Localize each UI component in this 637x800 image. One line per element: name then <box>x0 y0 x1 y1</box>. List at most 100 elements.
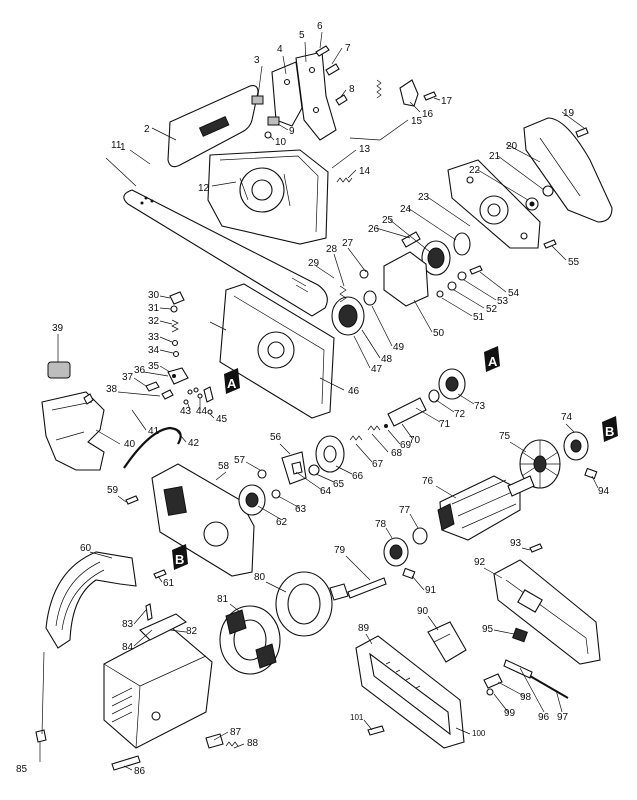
part-label-1: 1 <box>120 142 126 153</box>
part-label-59: 59 <box>107 485 119 496</box>
part-label-70: 70 <box>409 435 421 446</box>
part-label-77: 77 <box>399 505 411 516</box>
plate-84 <box>139 613 188 641</box>
part-label-42: 42 <box>188 438 200 449</box>
cord-97 <box>529 675 569 699</box>
part-label-33: 33 <box>148 332 160 343</box>
part-label-68: 68 <box>391 448 403 459</box>
rear-handle <box>355 635 465 749</box>
part-label-85: 85 <box>16 764 28 775</box>
part-label-82: 82 <box>186 626 198 637</box>
part-label-23: 23 <box>418 192 430 203</box>
part-label-9: 9 <box>289 126 295 137</box>
part-label-24: 24 <box>400 204 412 215</box>
part-label-49: 49 <box>393 342 405 353</box>
drive-gear <box>421 232 471 276</box>
cord-guard-96 <box>503 659 533 679</box>
part-label-25: 25 <box>382 215 394 226</box>
screw-99 <box>486 688 494 696</box>
callout-b-upper-label: B <box>605 424 614 439</box>
part-label-54: 54 <box>508 288 520 299</box>
part-label-84: 84 <box>122 642 134 653</box>
part-label-61: 61 <box>163 578 175 589</box>
front-handle <box>45 551 137 649</box>
part-label-38: 38 <box>106 384 118 395</box>
shaft-27 <box>401 231 421 248</box>
field-coil <box>219 605 281 675</box>
screw-17 <box>423 91 437 101</box>
callout-a-upper: A <box>484 346 500 372</box>
part-label-57: 57 <box>234 455 246 466</box>
bracket-plates <box>271 51 337 141</box>
part-label-36: 36 <box>134 365 146 376</box>
part-label-29: 29 <box>308 258 320 269</box>
callout-b-upper: B <box>602 416 618 442</box>
callout-a-upper-label: A <box>488 354 498 369</box>
motor-housing <box>103 627 213 749</box>
part-label-72: 72 <box>454 409 466 420</box>
shaft-parts <box>349 397 427 441</box>
part-label-55: 55 <box>568 257 580 268</box>
part-label-86: 86 <box>134 766 146 777</box>
part-label-11: 11 <box>111 140 122 151</box>
callout-a-lower-label: A <box>227 376 237 391</box>
guide-bar <box>123 189 328 317</box>
clamp-98 <box>483 673 503 689</box>
part-label-51: 51 <box>473 312 485 323</box>
part-label-43: 43 <box>180 406 192 417</box>
part-label-75: 75 <box>499 431 511 442</box>
part-label-50: 50 <box>433 328 445 339</box>
bearing-73 <box>438 368 466 400</box>
part-label-41: 41 <box>148 426 160 437</box>
part-label-99: 99 <box>504 708 516 719</box>
part-label-47: 47 <box>371 364 383 375</box>
part-label-45: 45 <box>216 414 228 425</box>
screw-79 <box>347 577 387 599</box>
right-housing <box>493 559 601 665</box>
upper-housing <box>207 149 329 245</box>
part-91 <box>402 567 416 580</box>
part-label-35: 35 <box>148 361 160 372</box>
part-label-21: 21 <box>489 151 501 162</box>
bearing-78 <box>383 537 409 567</box>
part-label-91: 91 <box>425 585 437 596</box>
bearing-74 <box>563 431 589 461</box>
part-label-74: 74 <box>561 412 573 423</box>
part-label-83: 83 <box>122 619 134 630</box>
leader-lines <box>39 31 599 771</box>
part-94 <box>584 467 598 480</box>
part-label-10: 10 <box>275 137 287 148</box>
part-label-87: 87 <box>230 727 242 738</box>
washer-72 <box>428 389 440 403</box>
oil-pump-parts <box>145 291 214 403</box>
part-label-17: 17 <box>441 96 453 107</box>
springs <box>336 79 382 183</box>
part-label-79: 79 <box>334 545 346 556</box>
part-label-67: 67 <box>372 459 384 470</box>
part-label-15: 15 <box>411 116 423 127</box>
part-label-2: 2 <box>144 124 150 135</box>
part-label-65: 65 <box>333 479 345 490</box>
part-label-88: 88 <box>247 738 259 749</box>
part-label-93: 93 <box>510 538 522 549</box>
pad-3 <box>251 95 264 105</box>
part-label-37: 37 <box>122 372 134 383</box>
part-label-73: 73 <box>474 401 486 412</box>
small-brackets <box>257 451 320 499</box>
part-label-66: 66 <box>352 471 364 482</box>
part-label-4: 4 <box>277 44 283 55</box>
part-label-40: 40 <box>124 439 136 450</box>
screw-101 <box>367 725 385 736</box>
part-label-14: 14 <box>359 166 371 177</box>
part-label-71: 71 <box>439 419 451 430</box>
part-label-64: 64 <box>320 486 332 497</box>
part-label-94: 94 <box>598 486 610 497</box>
part-label-8: 8 <box>349 84 355 95</box>
part-label-98: 98 <box>520 692 532 703</box>
part-label-89: 89 <box>358 623 370 634</box>
washer-21 <box>542 185 554 197</box>
part-label-7: 7 <box>345 43 351 54</box>
part-label-92: 92 <box>474 557 486 568</box>
